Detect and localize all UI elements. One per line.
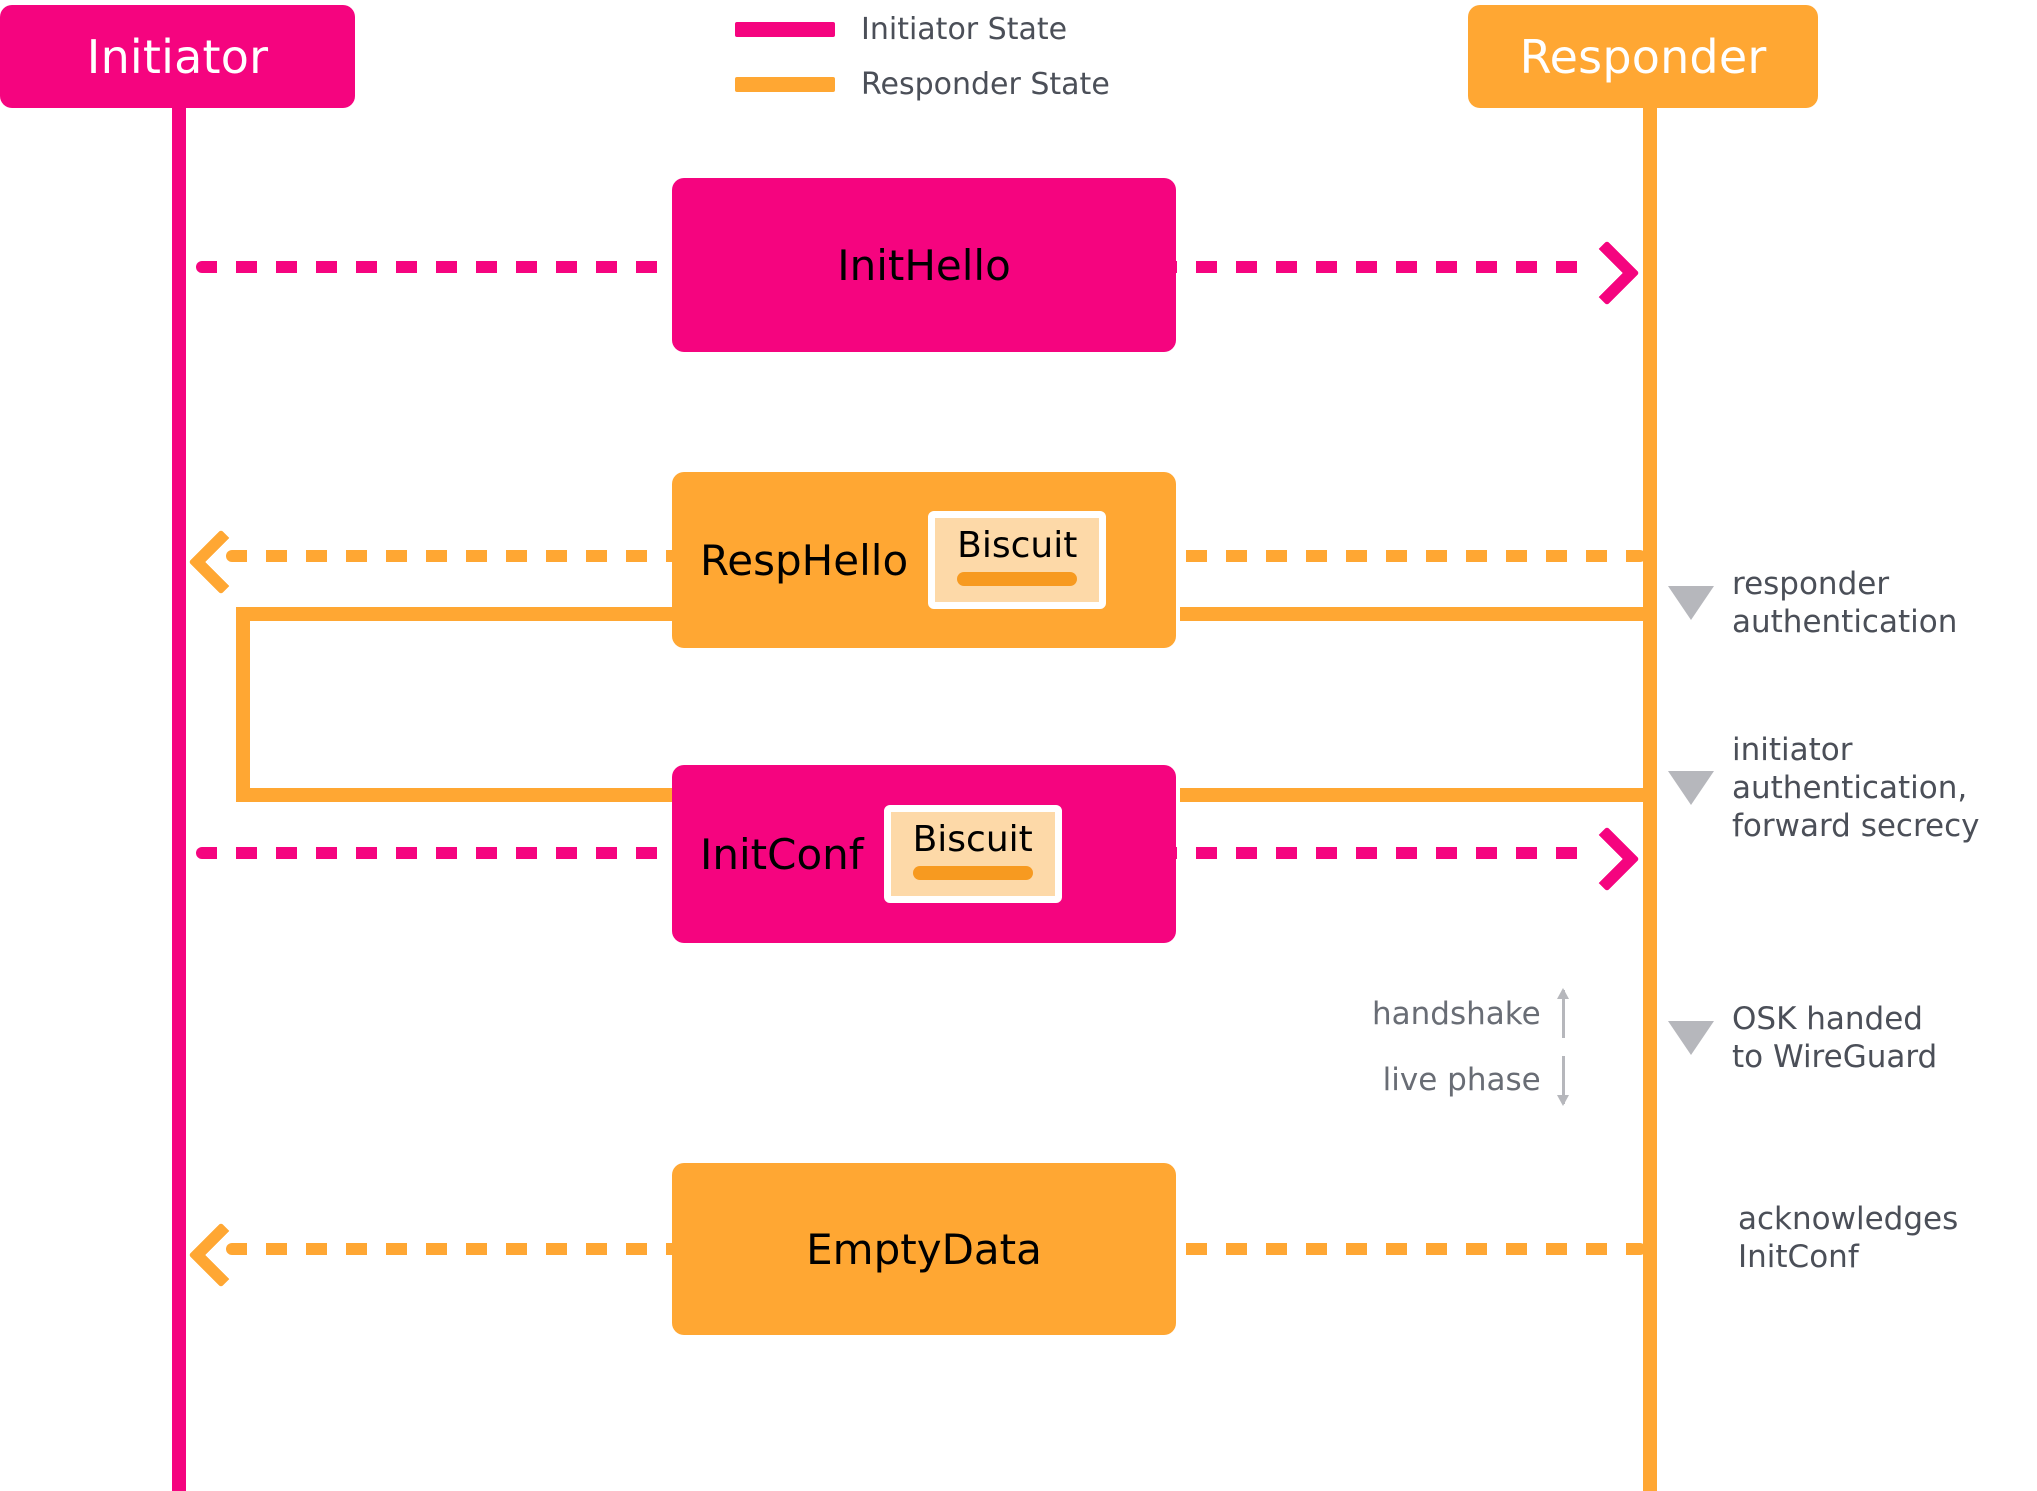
responder-lifeline bbox=[1643, 60, 1657, 1491]
phase-labels: handshake live phase bbox=[1372, 988, 1571, 1106]
state-path-resphello-out-vertical bbox=[236, 607, 250, 802]
triangle-down-icon bbox=[1668, 771, 1714, 806]
state-path-initconf-in bbox=[236, 788, 686, 802]
triangle-down-icon bbox=[1668, 1021, 1714, 1056]
message-label-emptydata: EmptyData bbox=[806, 1224, 1042, 1274]
actor-responder[interactable]: Responder bbox=[1468, 5, 1818, 108]
annotation-acknowledges-initconf-text: acknowledges InitConf bbox=[1738, 1201, 1959, 1276]
actor-initiator[interactable]: Initiator bbox=[0, 5, 355, 108]
phase-label-handshake: handshake bbox=[1372, 996, 1541, 1032]
annotation-initiator-authentication: initiator authentication, forward secrec… bbox=[1668, 731, 1980, 845]
legend-label-initiator: Initiator State bbox=[861, 12, 1068, 47]
biscuit-label-initconf: Biscuit bbox=[912, 819, 1033, 860]
state-path-initconf-out bbox=[1180, 788, 1650, 802]
message-label-initconf: InitConf bbox=[700, 829, 864, 879]
legend-swatch-initiator bbox=[735, 22, 835, 37]
annotation-osk-handed-to-wireguard: OSK handed to WireGuard bbox=[1668, 1000, 1937, 1076]
message-box-resphello[interactable]: RespHello Biscuit bbox=[672, 472, 1176, 648]
biscuit-label-resphello: Biscuit bbox=[957, 525, 1078, 566]
actor-responder-label: Responder bbox=[1519, 29, 1767, 84]
arrow-up-icon bbox=[1555, 988, 1571, 1040]
message-label-resphello: RespHello bbox=[700, 535, 909, 585]
annotation-responder-authentication: responder authentication bbox=[1668, 565, 1957, 641]
phase-row-live-phase: live phase bbox=[1372, 1054, 1571, 1106]
legend-swatch-responder bbox=[735, 77, 835, 92]
annotation-osk-handed-to-wireguard-text: OSK handed to WireGuard bbox=[1732, 1001, 1938, 1076]
message-box-initconf[interactable]: InitConf Biscuit bbox=[672, 765, 1176, 943]
message-box-inithello[interactable]: InitHello bbox=[672, 178, 1176, 352]
biscuit-chip-initconf[interactable]: Biscuit bbox=[883, 805, 1062, 903]
legend-item-initiator-state: Initiator State bbox=[735, 12, 1110, 47]
arrowhead-emptydata-left bbox=[188, 1222, 254, 1288]
annotation-initiator-authentication-text: initiator authentication, forward secrec… bbox=[1732, 732, 1980, 845]
arrowhead-initconf-right bbox=[1574, 826, 1640, 892]
legend: Initiator State Responder State bbox=[735, 12, 1110, 102]
biscuit-bar-initconf bbox=[912, 866, 1033, 880]
state-path-resphello-out-top bbox=[236, 607, 686, 621]
message-label-inithello: InitHello bbox=[837, 240, 1011, 290]
arrow-down-icon bbox=[1555, 1054, 1571, 1106]
triangle-down-icon bbox=[1668, 586, 1714, 621]
actor-initiator-label: Initiator bbox=[86, 29, 269, 84]
initiator-lifeline bbox=[172, 60, 186, 1491]
legend-label-responder: Responder State bbox=[861, 67, 1110, 102]
annotation-responder-authentication-text: responder authentication bbox=[1732, 566, 1958, 641]
biscuit-chip-resphello[interactable]: Biscuit bbox=[928, 511, 1107, 609]
arrowhead-resphello-left bbox=[188, 529, 254, 595]
legend-item-responder-state: Responder State bbox=[735, 67, 1110, 102]
biscuit-bar-resphello bbox=[957, 572, 1078, 586]
state-path-resphello-in bbox=[1180, 607, 1650, 621]
phase-row-handshake: handshake bbox=[1372, 988, 1571, 1040]
annotation-acknowledges-initconf: acknowledges InitConf bbox=[1668, 1200, 1958, 1276]
message-box-emptydata[interactable]: EmptyData bbox=[672, 1163, 1176, 1335]
arrowhead-inithello-right bbox=[1574, 240, 1640, 306]
phase-label-live-phase: live phase bbox=[1382, 1062, 1541, 1098]
